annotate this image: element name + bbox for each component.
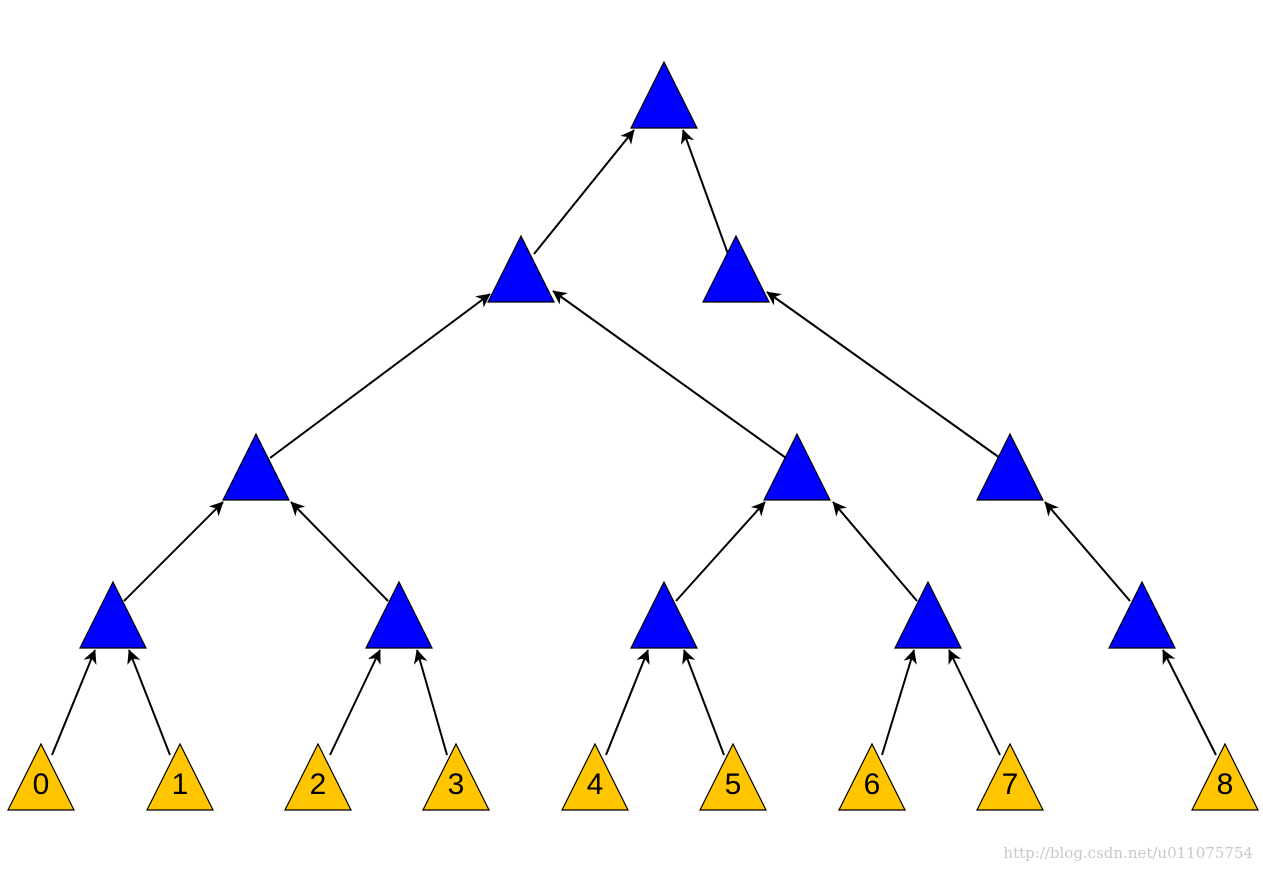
- leaf-label-4: 4: [587, 768, 604, 801]
- edge-arrow-l1-a: [127, 649, 171, 756]
- edge-arrow-h-j: [766, 291, 1001, 459]
- edge-arrow-b-f: [290, 501, 389, 602]
- leaf-label-6: 6: [864, 768, 881, 801]
- internal-node-c: [630, 580, 698, 649]
- edge-arrow-l0-a: [51, 649, 97, 756]
- edge-arrow-l7-d: [948, 649, 1001, 756]
- edge-arrow-l8-e: [1162, 649, 1217, 756]
- edge-arrow-e-h: [1044, 501, 1131, 602]
- edge-arrow-j-k: [680, 129, 729, 255]
- edge-arrow-a-f: [123, 501, 224, 602]
- internal-node-d: [894, 580, 962, 649]
- leaf-node-7: [976, 742, 1044, 811]
- internal-node-e: [1108, 580, 1176, 649]
- leaf-label-3: 3: [448, 768, 465, 801]
- internal-node-a: [79, 580, 147, 649]
- edge-arrow-d-g: [832, 501, 918, 602]
- edge-arrow-l6-d: [881, 649, 917, 756]
- leaf-node-2: [284, 742, 352, 811]
- leaf-node-4: [561, 742, 629, 811]
- leaf-node-3: [422, 742, 490, 811]
- internal-node-b: [365, 580, 433, 649]
- internal-node-j: [702, 234, 770, 303]
- leaf-label-5: 5: [725, 768, 742, 801]
- watermark-text: http://blog.csdn.net/u011075754: [1003, 844, 1253, 862]
- edge-arrow-f-i: [269, 293, 491, 459]
- leaf-node-5: [699, 742, 767, 811]
- leaf-node-0: [7, 742, 75, 811]
- edge-arrow-l2-b: [329, 649, 381, 756]
- leaf-label-1: 1: [172, 768, 189, 801]
- internal-node-k: [630, 60, 698, 129]
- edge-arrow-c-g: [675, 501, 766, 602]
- leaf-node-1: [146, 742, 214, 811]
- edge-arrow-l4-c: [605, 649, 650, 756]
- edge-arrow-i-k: [533, 129, 635, 255]
- edge-arrow-l5-c: [682, 649, 725, 756]
- internal-node-f: [222, 432, 290, 501]
- leaf-node-8: [1191, 742, 1259, 811]
- leaf-label-7: 7: [1002, 768, 1019, 801]
- edge-arrow-l3-b: [413, 649, 448, 756]
- leaf-node-6: [838, 742, 906, 811]
- internal-node-h: [976, 432, 1044, 501]
- internal-node-g: [763, 432, 831, 501]
- internal-node-i: [487, 234, 555, 303]
- leaf-label-2: 2: [310, 768, 327, 801]
- leaf-label-8: 8: [1217, 768, 1234, 801]
- edge-arrow-g-i: [552, 290, 787, 459]
- leaf-label-0: 0: [33, 768, 50, 801]
